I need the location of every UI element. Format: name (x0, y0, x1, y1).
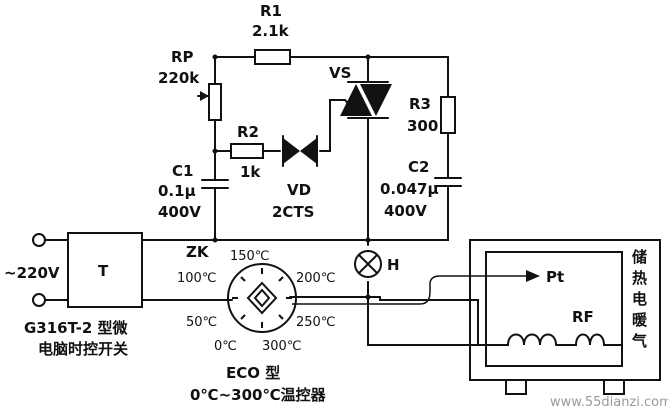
scale-0: 0℃ (214, 339, 237, 354)
timer-label-2: 电脑时控开关 (38, 340, 128, 358)
scale-100: 100℃ (177, 271, 216, 286)
vd-part: 2CTS (272, 203, 314, 221)
rp-wiper-arrow (200, 91, 209, 101)
wire-vs (367, 56, 471, 346)
lamp-h (354, 250, 382, 278)
r1-value: 2.1k (252, 22, 290, 40)
vs-ref: VS (329, 64, 351, 82)
pt-arrow (526, 270, 540, 282)
c2-ref: C2 (408, 158, 429, 176)
vs-tri-right (360, 84, 392, 116)
rp-ref: RP (171, 48, 194, 66)
wire-heater (379, 296, 471, 301)
timer-box (67, 232, 143, 308)
rp-value: 220k (158, 69, 200, 87)
r3-body (440, 96, 456, 134)
wire-r2-row (214, 99, 346, 152)
vs-bars (347, 81, 389, 119)
heater-char-4: 暖 (632, 311, 648, 329)
c2-plates (434, 177, 462, 187)
timer-ref: T (98, 262, 109, 280)
r2-value: 1k (240, 163, 261, 181)
wire-probe (292, 275, 530, 305)
rf-coil (469, 333, 623, 346)
heater-outer (469, 239, 661, 381)
vs-tri-left (340, 84, 372, 116)
vd-ref: VD (287, 181, 311, 199)
heater-char-2: 热 (632, 269, 647, 287)
supply-label: ~220V (4, 264, 60, 282)
r1-body (254, 49, 291, 65)
c1-value: 0.1µ (158, 182, 196, 200)
scale-200: 200℃ (296, 271, 335, 286)
terminal-bottom (32, 293, 46, 307)
scale-50: 50℃ (186, 315, 217, 330)
vd-triangles (283, 138, 317, 164)
rp-body (208, 83, 222, 121)
scale-250: 250℃ (296, 315, 335, 330)
wire-r3c2 (367, 56, 449, 241)
lamp-h-cross (358, 254, 378, 274)
thermostat-ticks (232, 268, 292, 328)
thermostat-label-2: 0℃~300℃温控器 (190, 386, 327, 404)
lamp-ref: H (387, 256, 400, 274)
r1-ref: R1 (260, 2, 282, 20)
timer-label-1: G316T-2 型微 (24, 319, 129, 337)
heater-leg-right (603, 379, 625, 395)
scale-150: 150℃ (230, 249, 269, 264)
heater-char-3: 电 (632, 290, 647, 308)
rf-lead (469, 299, 479, 346)
r3-value: 300 (407, 117, 438, 135)
thermostat-dial (227, 263, 297, 333)
rf-ref: RF (572, 308, 594, 326)
r2-ref: R2 (237, 123, 259, 141)
r3-ref: R3 (409, 95, 431, 113)
heater-leg-left (505, 379, 527, 395)
zk-ref: ZK (186, 243, 210, 261)
heater-char-5: 气 (631, 332, 647, 350)
heater-inner (485, 251, 623, 367)
terminal-top (32, 233, 46, 247)
heater-char-1: 储 (632, 248, 647, 266)
c1-ref: C1 (172, 162, 193, 180)
scale-300: 300℃ (262, 339, 301, 354)
c1-voltage: 400V (158, 203, 201, 221)
watermark: www.55dianzi.com (550, 395, 668, 410)
junction-dots (212, 54, 371, 300)
pt-ref: Pt (546, 268, 564, 286)
r2-body (230, 143, 264, 159)
vs-gate (344, 99, 353, 109)
thermostat-knob-diamond (246, 281, 278, 315)
c2-voltage: 400V (384, 202, 427, 220)
thermostat-knob-inner (253, 288, 271, 308)
c1-plates (201, 179, 229, 189)
c2-value: 0.047µ (380, 180, 438, 198)
thermostat-label-1: ECO 型 (226, 364, 280, 382)
